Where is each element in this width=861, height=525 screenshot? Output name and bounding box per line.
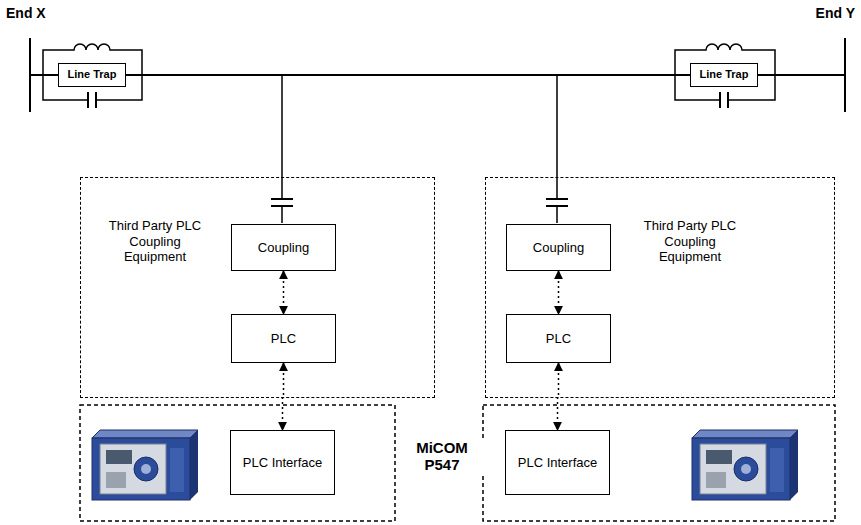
plc-box: PLC xyxy=(231,314,336,363)
box-text: PLC xyxy=(546,331,571,347)
plc-box: PLC xyxy=(506,314,611,363)
box-text: Coupling xyxy=(533,240,584,256)
coupling-capacitor xyxy=(546,199,568,206)
box-text: PLC xyxy=(271,331,296,347)
signal-link xyxy=(283,363,284,430)
line xyxy=(30,74,58,76)
box-text: PLC Interface xyxy=(518,455,598,471)
relay-region xyxy=(483,405,835,521)
box-text: PLC Interface xyxy=(243,455,323,471)
signal-link xyxy=(283,271,285,314)
end-label: End Y xyxy=(814,4,857,22)
coupling-box: Coupling xyxy=(231,224,336,271)
coupling-box: Coupling xyxy=(506,224,611,271)
interface-box: PLC Interface xyxy=(505,430,610,495)
line xyxy=(126,74,690,76)
coupling-drop xyxy=(556,75,558,223)
signal-link xyxy=(558,363,559,430)
line-trap-box: Line Trap xyxy=(690,63,758,87)
coupling-capacitor xyxy=(271,199,293,206)
end-label: End X xyxy=(4,4,48,22)
line-trap-box: Line Trap xyxy=(58,63,126,87)
signal-link xyxy=(558,271,560,314)
interface-box: PLC Interface xyxy=(230,430,335,495)
relay-region xyxy=(80,405,395,521)
capacitor-plates xyxy=(720,92,728,108)
box-text: Line Trap xyxy=(68,68,117,81)
box-text: Third Party PLC Coupling Equipment xyxy=(99,218,211,265)
equipment-region: CouplingPLC Third Party PLC Coupling Equi… xyxy=(80,177,435,398)
capacitor-plates xyxy=(88,92,96,108)
box-text: Third Party PLC Coupling Equipment xyxy=(634,218,746,265)
box-text: Coupling xyxy=(258,240,309,256)
product-label: MiCOM P547 xyxy=(400,438,484,474)
line xyxy=(758,74,845,76)
box-text: Line Trap xyxy=(700,68,749,81)
equipment-region: CouplingPLC Third Party PLC Coupling Equi… xyxy=(485,177,835,398)
relay-picture xyxy=(692,430,798,500)
relay-picture xyxy=(92,430,198,500)
coupling-drop xyxy=(281,75,283,223)
